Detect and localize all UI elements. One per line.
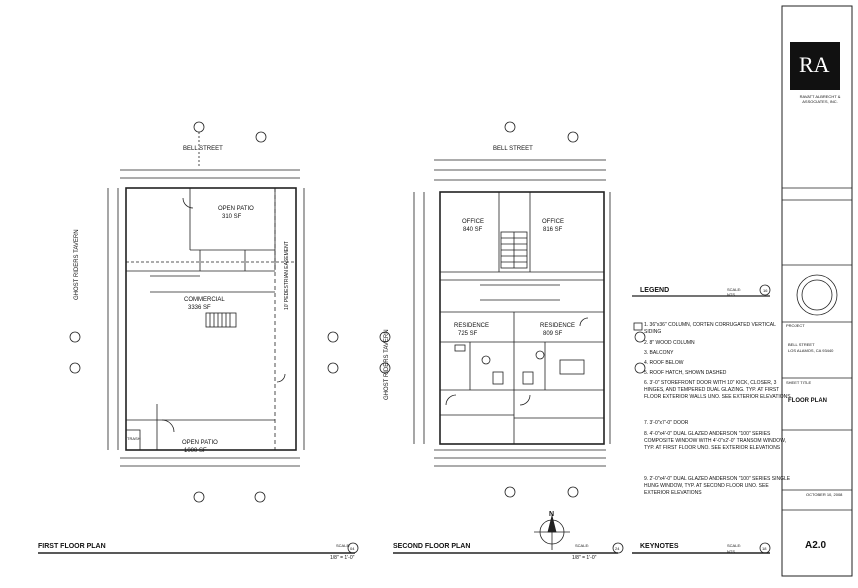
legend-item: 3. BALCONY [644, 350, 674, 356]
legend-item: 8. 4'-0"x4'-0" DUAL GLAZED ANDERSON "100… [644, 431, 787, 451]
legend-item: 9. 2'-0"x4'-0" DUAL GLAZED ANDERSON "100… [644, 476, 791, 496]
legend-item: 2. 8" WOOD COLUMN [644, 340, 695, 346]
second-floor-outline [379, 121, 646, 498]
ff-scale-value: 1/8" = 1'-0" [330, 555, 355, 561]
sheet-title: FLOOR PLAN [788, 398, 827, 404]
north-arrow [534, 514, 570, 550]
firm-logo: RA [799, 52, 830, 77]
sf-res2-name: RESIDENCE [540, 323, 576, 329]
keynotes-ref: 18 [762, 546, 767, 551]
first-floor-outline [69, 121, 339, 503]
ff-patio-bottom-name: OPEN PATIO [182, 440, 218, 446]
legend-item: 6. 3'-0" STOREFRONT DOOR WITH 10" KICK, … [644, 380, 792, 400]
keynotes-title: KEYNOTES [640, 543, 679, 550]
ff-plan-title: FIRST FLOOR PLAN [38, 543, 106, 550]
north-letter: N [549, 511, 555, 518]
legend-ref: 16 [763, 288, 768, 293]
legend-frame [632, 284, 771, 331]
sf-street-label: BELL STREET [493, 146, 533, 152]
legend-item: 1. 36"x36" COLUMN, CORTEN CORRUGATED VER… [644, 322, 776, 335]
legend-item: 7. 3'-0"x7'-0" DOOR [644, 420, 689, 426]
sf-scale-value: 1/8" = 1'-0" [572, 555, 597, 561]
ff-side-street-label: GHOST RIDERS TAVERN [74, 229, 80, 300]
sf-office2-name: OFFICE [542, 219, 564, 225]
ff-commercial-name: COMMERCIAL [184, 297, 225, 303]
ff-patio-top-area: 310 SF [222, 214, 242, 220]
sf-office1-area: 840 SF [463, 227, 483, 233]
project-label: PROJECT [786, 323, 805, 328]
project-line-1: BELL STREET [788, 342, 815, 347]
sheet-title-label: SHEET TITLE [786, 380, 812, 385]
bottom-title-bars [38, 542, 771, 554]
sf-res1-name: RESIDENCE [454, 323, 490, 329]
sheet-date: OCTOBER 10, 2008 [806, 492, 843, 497]
firm-logo-block [790, 42, 840, 90]
ff-trash-label: TRASH [127, 436, 141, 441]
project-line-2: LOS ALAMOS, CA 93440 [788, 348, 834, 353]
legend-title: LEGEND [640, 287, 670, 294]
sf-plan-title: SECOND FLOOR PLAN [393, 543, 471, 550]
keynotes-scale-value: NTS [727, 549, 735, 554]
sf-sheet-ref: 24 [615, 546, 620, 551]
sf-office1-name: OFFICE [462, 219, 484, 225]
sf-res1-area: 725 SF [458, 331, 478, 337]
sheet-number: A2.0 [805, 540, 827, 551]
ff-scale-label: SCALE: [336, 543, 351, 548]
legend-scale-value: NTS [727, 292, 735, 297]
legend-scale-label: SCALE: [727, 287, 742, 292]
ff-patio-bottom-area: 1000 SF [184, 448, 207, 454]
ff-sheet-ref: 04 [350, 546, 355, 551]
ff-street-label: BELL STREET [183, 146, 223, 152]
sf-office2-area: 816 SF [543, 227, 563, 233]
ff-easement-label: 10' PEDESTRIAN EASEMENT [284, 241, 290, 310]
ff-commercial-area: 3336 SF [188, 305, 211, 311]
ff-patio-top-name: OPEN PATIO [218, 206, 254, 212]
keynotes-scale-label: SCALE: [727, 543, 742, 548]
sf-res2-area: 809 SF [543, 331, 563, 337]
sf-side-street-label: GHOST RIDERS TAVERN [384, 329, 390, 400]
title-block-frame [781, 5, 853, 577]
sf-scale-label: SCALE: [575, 543, 590, 548]
legend-item: 5. ROOF HATCH, SHOWN DASHED [644, 370, 727, 376]
legend-item: 4. ROOF BELOW [644, 360, 684, 366]
firm-name: RAVATT ALBRECHT & ASSOCIATES, INC. [799, 94, 841, 104]
